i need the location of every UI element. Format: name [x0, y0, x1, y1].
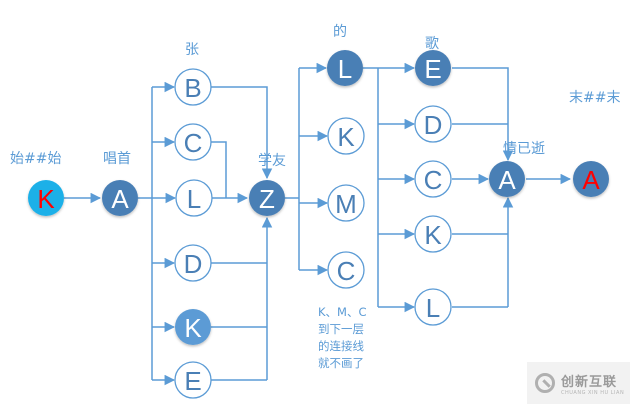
node-label: C	[337, 256, 356, 286]
note-line: 就不画了	[318, 356, 364, 370]
node-circle	[175, 179, 213, 217]
edge-c4-E-to-m2-A	[452, 67, 514, 162]
node-c2-B: B	[174, 68, 212, 106]
node-label: D	[424, 110, 443, 140]
caption-merge1: 学友	[258, 153, 286, 169]
caption-merge2: 情已逝	[503, 141, 545, 157]
caption-col4: 歌	[425, 36, 439, 52]
watermark-logo-icon	[535, 373, 555, 393]
node-c3-L: L	[327, 50, 363, 86]
node-c2-D: D	[174, 244, 212, 282]
caption-end: 末##末	[569, 90, 620, 106]
node-label: A	[498, 165, 516, 195]
note-line: K、M、C	[318, 305, 367, 319]
node-label: K	[424, 220, 442, 250]
node-circle	[174, 123, 212, 161]
node-circle	[327, 50, 363, 86]
node-circle	[327, 184, 365, 222]
caption-col3: 的	[333, 24, 347, 40]
node-c3-K: K	[327, 117, 365, 155]
node-label: L	[338, 54, 352, 84]
node-label: C	[184, 128, 203, 158]
node-label: Z	[259, 184, 275, 214]
node-c2-K: K	[175, 309, 211, 345]
node-label: M	[335, 189, 357, 219]
node-circle	[249, 180, 285, 216]
node-circle	[175, 309, 211, 345]
captions-layer: 始##始 唱首 张 学友 的 歌 情已逝 末##末	[10, 24, 620, 169]
node-end: A	[573, 161, 609, 197]
node-circle	[573, 161, 609, 197]
node-c4-C: C	[414, 160, 452, 198]
node-circle	[414, 105, 452, 143]
edge-c2-C-to-Z	[211, 141, 227, 198]
node-c4-L: L	[414, 288, 452, 326]
node-circle	[28, 180, 64, 216]
node-c2-C: C	[174, 123, 212, 161]
node-circle	[414, 288, 452, 326]
node-m2-A: A	[489, 161, 525, 197]
node-circle	[414, 160, 452, 198]
note-text: K、M、C 到下一层 的连接线 就不画了	[318, 305, 367, 370]
note-line: 到下一层	[318, 322, 364, 336]
node-c4-D: D	[414, 105, 452, 143]
node-label: A	[582, 165, 600, 195]
node-circle	[102, 180, 138, 216]
node-start: K	[28, 180, 64, 216]
edge-c2-B-to-Z	[211, 86, 273, 180]
watermark-title: 创新互联	[561, 374, 618, 390]
node-label: B	[184, 73, 201, 103]
node-circle	[414, 215, 452, 253]
node-label: L	[187, 184, 201, 214]
node-label: L	[426, 293, 440, 323]
node-label: K	[184, 313, 202, 343]
caption-start: 始##始	[10, 151, 61, 167]
node-c2-L: L	[175, 179, 213, 217]
caption-col1: 唱首	[103, 151, 131, 167]
watermark: 创新互联 CHUANG XIN HU LIAN	[527, 362, 630, 404]
node-m1-Z: Z	[249, 180, 285, 216]
node-c4-K: K	[414, 215, 452, 253]
node-label: A	[111, 184, 129, 214]
node-c4-E: E	[415, 50, 451, 86]
caption-col2: 张	[185, 42, 199, 58]
node-c2-E: E	[174, 361, 212, 399]
node-label: D	[184, 249, 203, 279]
node-label: C	[424, 165, 443, 195]
node-label: K	[37, 184, 55, 214]
note-line: 的连接线	[318, 339, 364, 353]
node-label: K	[337, 122, 355, 152]
node-circle	[174, 244, 212, 282]
node-circle	[174, 68, 212, 106]
node-circle	[327, 117, 365, 155]
watermark-subtitle: CHUANG XIN HU LIAN	[561, 389, 625, 396]
node-label: E	[424, 54, 441, 84]
node-circle	[327, 251, 365, 289]
node-c3-C: C	[327, 251, 365, 289]
edges-layer	[64, 62, 572, 386]
node-circle	[489, 161, 525, 197]
node-c3-M: M	[327, 184, 365, 222]
node-circle	[174, 361, 212, 399]
node-label: E	[184, 366, 201, 396]
node-c1-A: A	[102, 180, 138, 216]
node-circle	[415, 50, 451, 86]
